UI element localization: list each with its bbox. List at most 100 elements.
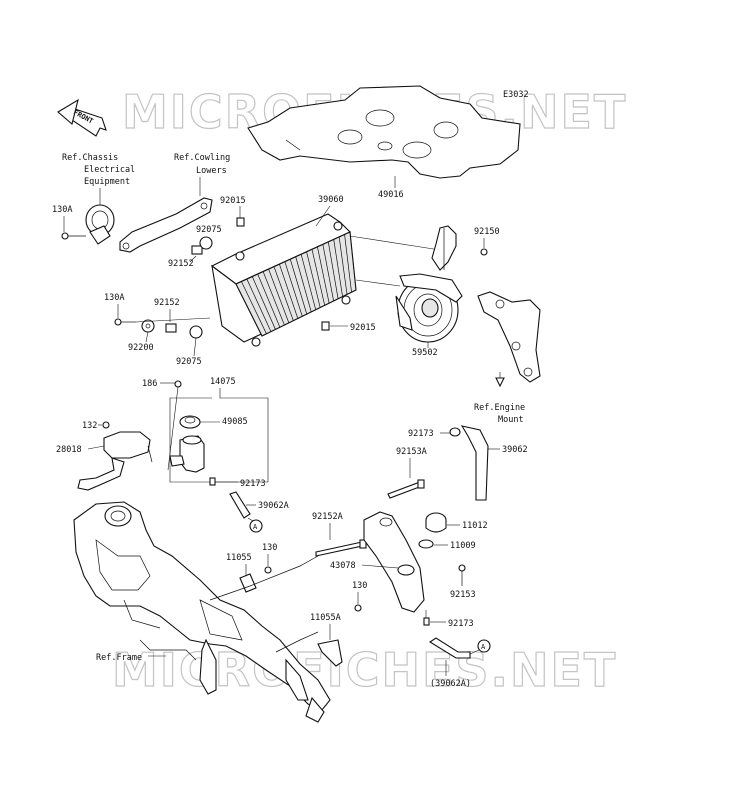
- frame: [73, 501, 331, 723]
- label-14075: 14075: [210, 377, 236, 387]
- front-arrow-icon: FRONT: [57, 98, 107, 137]
- bolt-92152a: [315, 539, 367, 557]
- label-11055: 11055: [226, 553, 252, 563]
- label-130a-mid: 130A: [104, 293, 124, 303]
- label-11055a: 11055A: [310, 613, 341, 623]
- fan-assembly-59502: [395, 225, 463, 343]
- bolt-130-low: [354, 604, 362, 612]
- radiator-fin: [262, 271, 285, 326]
- label-43078: 43078: [330, 561, 356, 571]
- watermark-bottom: MICROFICHES.NET: [112, 643, 617, 697]
- bracket-11055: [239, 573, 257, 593]
- grommet-92075-top: [199, 236, 213, 250]
- ref-frame: Ref.Frame: [96, 653, 142, 663]
- reservoir-cap-49085: [179, 415, 201, 429]
- label-49085: 49085: [222, 417, 248, 427]
- ref-chassis-line3: Equipment: [84, 177, 130, 187]
- radiator-fin: [241, 281, 267, 334]
- guard-plate-49016: [247, 85, 521, 188]
- label-49016: 49016: [378, 190, 404, 200]
- reservoir-tank: [169, 435, 205, 473]
- label-92173-left: 92173: [240, 479, 266, 489]
- horn: [85, 204, 115, 245]
- bracket-11055a: [317, 639, 343, 667]
- hose-39062: [460, 425, 489, 501]
- label-130a-top: 130A: [52, 205, 72, 215]
- radiator-fin: [333, 239, 343, 297]
- radiator-fin: [273, 266, 294, 321]
- clip-92015-top: [236, 217, 245, 227]
- bolt-130a-top: [61, 232, 86, 240]
- callout-a-lower: A: [477, 639, 491, 653]
- label-92015-mid: 92015: [350, 323, 376, 333]
- radiator-fin: [251, 276, 276, 330]
- label-39062a-ref: (39062A): [430, 679, 471, 689]
- bolt-92153: [458, 564, 466, 586]
- label-132: 132: [82, 421, 97, 431]
- hose-39062a: [229, 491, 251, 519]
- label-28018: 28018: [56, 445, 82, 455]
- clip-92015-mid: [321, 321, 330, 331]
- label-92173-right: 92173: [408, 429, 434, 439]
- label-39060: 39060: [318, 195, 344, 205]
- label-11012: 11012: [462, 521, 488, 531]
- clamp-92173-right: [449, 427, 461, 437]
- bolt-92153a: [387, 479, 425, 499]
- radiator-fin: [311, 249, 326, 306]
- label-92075-mid: 92075: [176, 357, 202, 367]
- label-11009: 11009: [450, 541, 476, 551]
- label-92153: 92153: [450, 590, 476, 600]
- label-186: 186: [142, 379, 157, 389]
- bolt-130-mid: [264, 566, 272, 574]
- label-130-low: 130: [352, 581, 367, 591]
- label-92152-top: 92152: [168, 259, 194, 269]
- radiator-fin: [338, 236, 348, 295]
- radiator-fin: [246, 278, 272, 332]
- label-92150: 92150: [474, 227, 500, 237]
- radiator-fin: [317, 246, 330, 304]
- label-92200: 92200: [128, 343, 154, 353]
- ref-chassis-line2: Electrical: [84, 165, 135, 175]
- radiator-fins: [235, 231, 357, 337]
- reserve-tank-43078: [363, 511, 425, 613]
- radiator-fin: [306, 251, 321, 308]
- collar-92152-top: [191, 245, 203, 255]
- label-92152a: 92152A: [312, 512, 343, 522]
- hose-39062a-lower: [428, 637, 471, 659]
- engine-mount-bracket: [477, 291, 541, 383]
- radiator-fin: [322, 244, 334, 302]
- bolt-130a-mid: [114, 318, 136, 326]
- radiator-fin: [300, 254, 317, 310]
- radiator-fin: [295, 256, 312, 312]
- radiator-fin: [279, 264, 299, 319]
- radiator-fin: [284, 261, 303, 317]
- radiator-fin: [349, 231, 357, 291]
- cap-11012: [425, 512, 447, 533]
- relay-bracket-28018: [77, 431, 153, 491]
- ref-engine-mount-line1: Ref.Engine: [474, 403, 525, 413]
- cowling-bracket: [119, 197, 213, 253]
- label-92015-top: 92015: [220, 196, 246, 206]
- radiator-fin: [268, 269, 290, 323]
- callout-a-lower-text: A: [481, 643, 486, 651]
- radiator-39060: [210, 213, 357, 347]
- label-92153a: 92153A: [396, 447, 427, 457]
- radiator-fin: [235, 283, 263, 337]
- label-39062a: 39062A: [258, 501, 289, 511]
- diagram-code: E3032: [503, 90, 529, 100]
- clamp-92173-left: [209, 477, 216, 486]
- ref-engine-mount-line2: Mount: [498, 415, 524, 425]
- grommet-92075-mid: [189, 325, 203, 339]
- label-92173-low: 92173: [448, 619, 474, 629]
- collar-92152-mid: [165, 323, 177, 333]
- ref-chassis-line1: Ref.Chassis: [62, 153, 118, 163]
- screw-92150: [480, 248, 488, 256]
- label-130-mid: 130: [262, 543, 277, 553]
- callout-a-upper: A: [249, 519, 263, 533]
- label-39062: 39062: [502, 445, 528, 455]
- label-92152-mid: 92152: [154, 298, 180, 308]
- radiator-fin: [327, 241, 339, 299]
- radiator-fin: [289, 259, 308, 315]
- gasket-11009: [418, 539, 434, 549]
